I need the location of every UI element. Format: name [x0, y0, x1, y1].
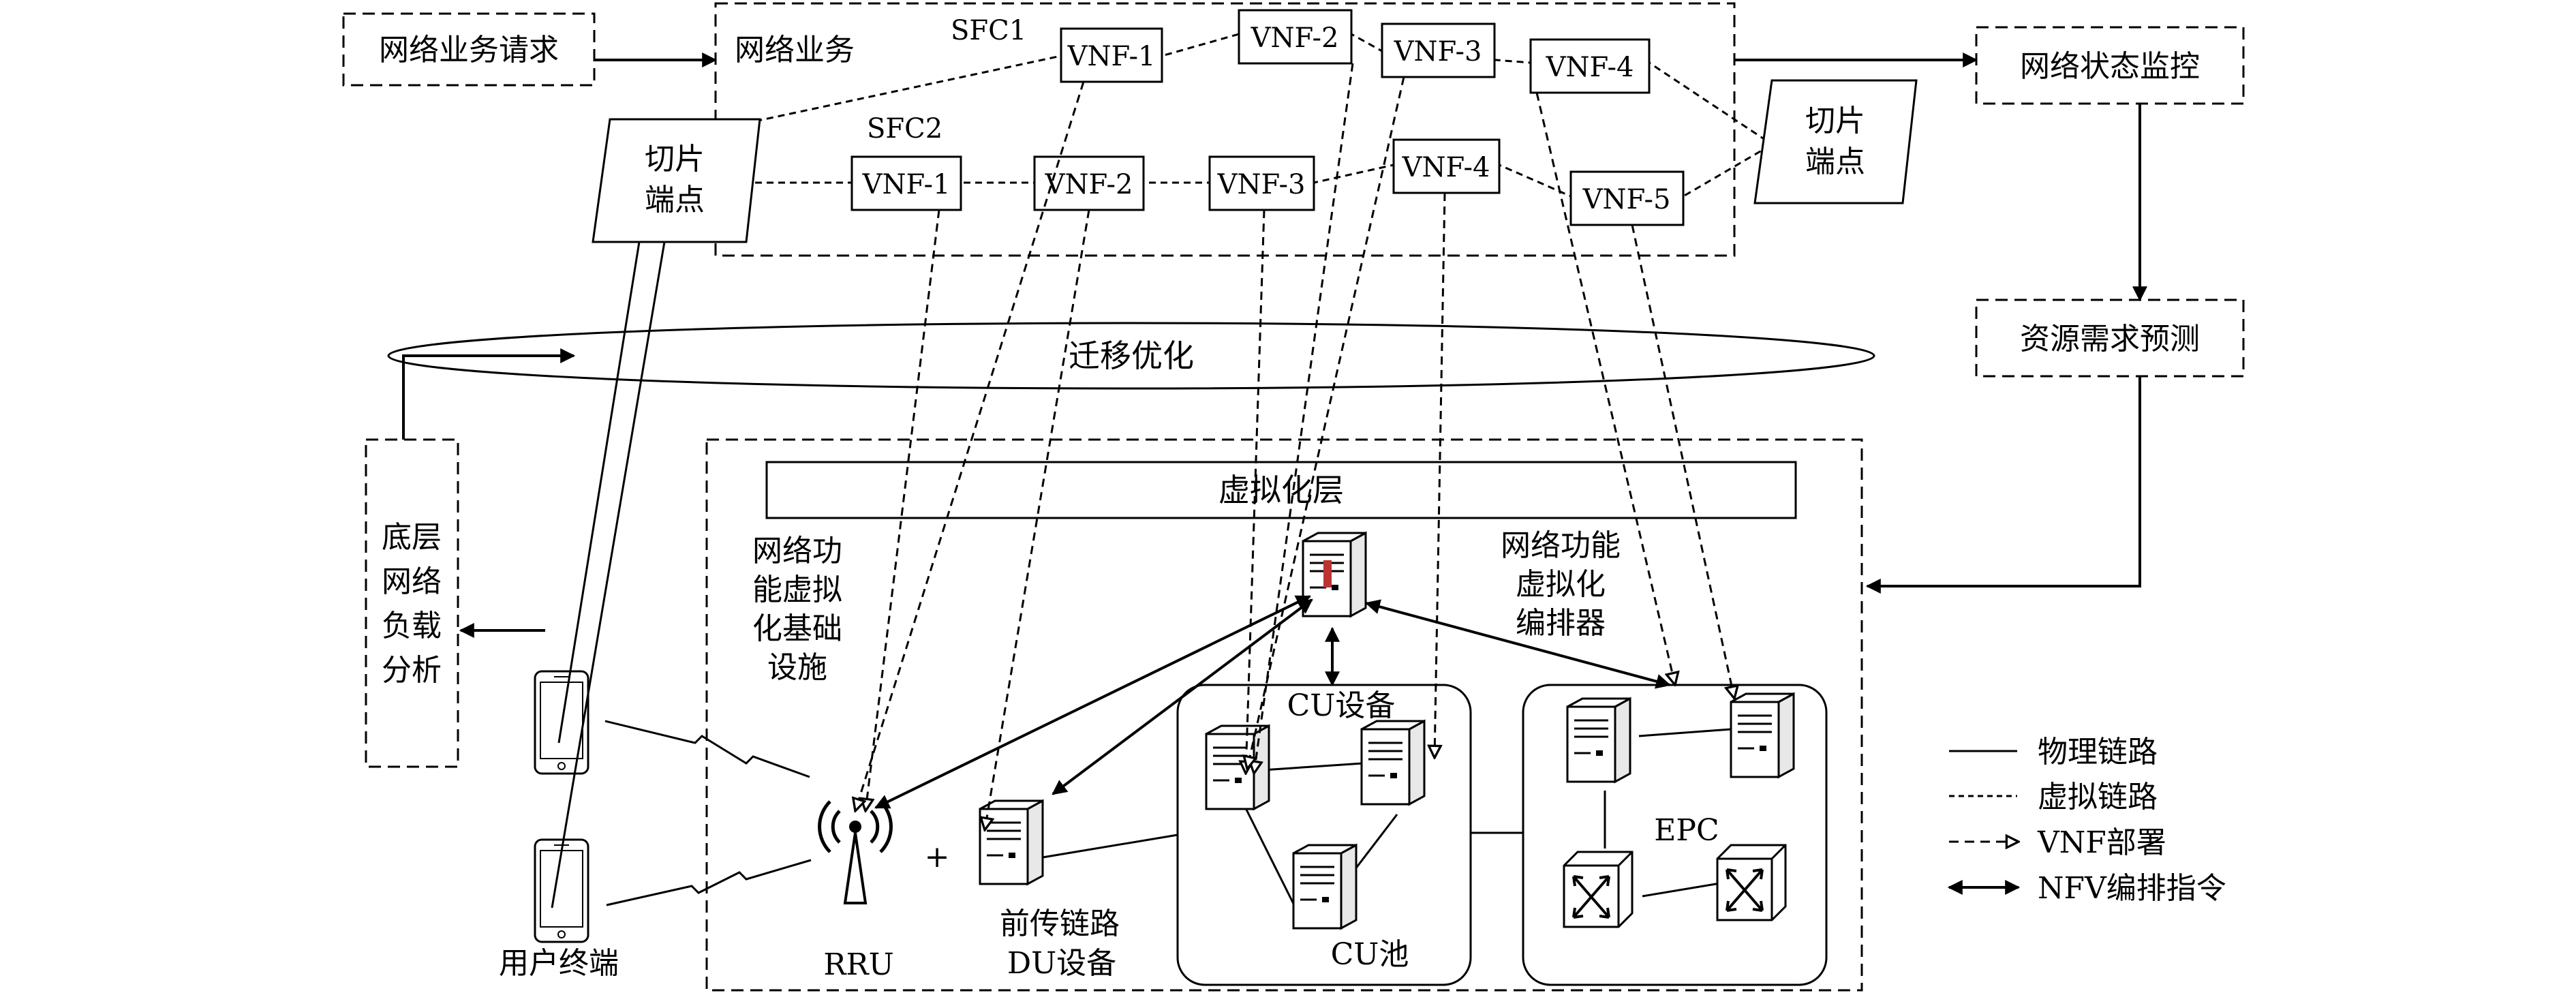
epc-switch-icon-1: [1563, 851, 1634, 928]
sfc2-vnf-2-label: VNF-2: [1045, 169, 1133, 200]
cu-pool-label: CU池: [1331, 937, 1409, 972]
plus-sign: +: [925, 840, 950, 874]
deploy-sfc1-vnf1-rru: [855, 81, 1085, 811]
infrastructure-region: [705, 438, 1863, 992]
orchestrator-line2: 虚拟化: [1516, 567, 1606, 602]
sfc1-vnf-2-label: VNF-2: [1251, 22, 1339, 54]
du-label: DU设备: [1007, 946, 1116, 981]
rru-label: RRU: [823, 947, 893, 982]
network-monitor-label: 网络状态监控: [2020, 49, 2200, 84]
deploy-sfc2-vnf2-du: [985, 209, 1090, 830]
migration-label: 迁移优化: [1069, 337, 1194, 374]
underlay-line2: 网络: [382, 564, 442, 599]
sfc1-vnf-1-label: VNF-1: [1067, 41, 1156, 72]
deploy-sfc1-vnf2-cu: [1254, 63, 1354, 774]
cu-device-label: CU设备: [1287, 688, 1396, 723]
wireless-link-1: [604, 720, 810, 778]
orchestrator-line1: 网络功能: [1501, 528, 1621, 563]
fronthaul-label: 前传链路: [1000, 906, 1120, 941]
cu-server-icon-2: [1360, 720, 1426, 806]
slice-endpoint-left-line1: 切片: [645, 142, 705, 177]
endpoint-phone-link-1: [557, 241, 641, 744]
epc-link-a: [1638, 728, 1732, 737]
underlay-line3: 负载: [382, 609, 442, 643]
service-request-label: 网络业务请求: [379, 33, 559, 67]
sfc2-vnf-1-label: VNF-1: [862, 169, 951, 200]
wireless-link-2: [606, 859, 812, 906]
underlay-analysis-box: [365, 438, 459, 768]
virtualization-layer-label: 虚拟化层: [1218, 472, 1344, 508]
nfvi-line4: 设施: [767, 650, 827, 685]
endpoint-phone-link-2: [551, 241, 666, 908]
nfv-cmd-epc: [1364, 599, 1672, 689]
sfc1-vnf-3: [1381, 22, 1496, 78]
predict-to-infra-arrow: [1865, 376, 2141, 594]
underlay-line1: 底层: [382, 520, 442, 555]
cu-server-icon-1: [1205, 724, 1270, 810]
sfc1-vnf-4: [1529, 38, 1651, 94]
sfc1-vnf-1: [1060, 27, 1163, 83]
service-request-box: [342, 12, 596, 87]
nfv-cmd-du: [1052, 598, 1313, 795]
sfc2-label: SFC2: [867, 113, 942, 144]
nfvi-line2: 能虚拟: [752, 572, 842, 607]
sfc2-vnf-5: [1569, 170, 1685, 226]
legend-deploy-label: VNF部署: [2037, 825, 2166, 860]
legend-virtual-label: 虚拟链路: [2038, 780, 2158, 814]
deploy-sfc1-vnf4-epc: [1535, 92, 1675, 685]
legend-command-label: NFV编排指令: [2038, 871, 2226, 906]
slice-endpoint-right: [1753, 79, 1918, 204]
sfc2-vnf-1: [850, 155, 962, 211]
cu-link-c: [1351, 814, 1398, 873]
epc-label: EPC: [1654, 813, 1719, 848]
cu-server-icon-3: [1292, 844, 1358, 930]
rru-antenna-icon: [818, 800, 893, 904]
underlay-to-migration-arrow: [402, 348, 576, 440]
migration-optimization: [387, 322, 1875, 390]
network-monitor-box: [1975, 26, 2245, 105]
orchestrator-server-icon: [1302, 532, 1367, 617]
sfc2-vnf-3-label: VNF-3: [1217, 169, 1306, 200]
underlay-line4: 分析: [382, 653, 442, 688]
orchestrator-line3: 编排器: [1516, 606, 1606, 641]
epc-server-icon-1: [1566, 697, 1631, 783]
epc-link-c: [1642, 881, 1725, 898]
slice-endpoint-left-line2: 端点: [645, 183, 705, 217]
resource-predict-box: [1975, 299, 2245, 378]
nfvi-line3: 化基础: [752, 611, 842, 646]
cu-link-a: [1261, 762, 1364, 772]
sfc2-vnf-5-label: VNF-5: [1582, 184, 1671, 215]
slice-endpoint-right-line1: 切片: [1805, 104, 1865, 138]
cu-link-b: [1242, 804, 1296, 907]
nfvi-line1: 网络功: [752, 534, 842, 568]
resource-predict-label: 资源需求预测: [2020, 322, 2200, 356]
du-server-icon: [979, 799, 1044, 885]
sfc2-vnf-3: [1208, 155, 1315, 211]
sfc1-vnf-4-label: VNF-4: [1546, 52, 1634, 83]
epc-switch-icon-2: [1716, 844, 1787, 921]
sfc1-label: SFC1: [951, 15, 1026, 46]
sfc1-vnf-3-label: VNF-3: [1394, 36, 1482, 67]
legend-physical-label: 物理链路: [2038, 735, 2158, 769]
network-service-label: 网络业务: [735, 33, 855, 67]
slice-endpoint-left: [592, 118, 761, 243]
user-terminal-label: 用户终端: [499, 946, 619, 981]
sfc2-vnf-4: [1392, 138, 1501, 194]
orchestrator-server-accent: [1323, 560, 1332, 587]
slice-endpoint-right-line2: 端点: [1805, 144, 1865, 179]
sfc2-vnf-2: [1033, 155, 1145, 211]
fronthaul-link: [1042, 834, 1178, 859]
sfc1-vnf-2: [1238, 9, 1353, 65]
epc-server-icon-2: [1730, 692, 1795, 778]
sfc2-vnf-4-label: VNF-4: [1402, 152, 1490, 183]
